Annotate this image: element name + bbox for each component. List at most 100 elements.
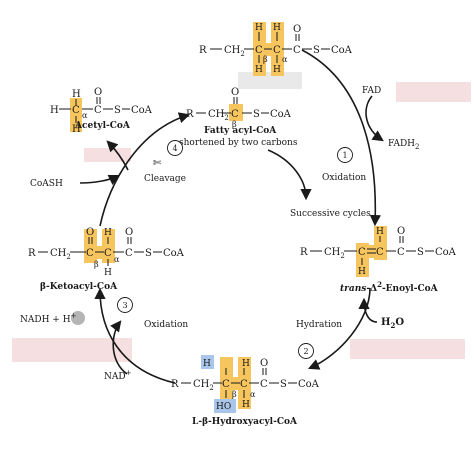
highlight-acetyl-ch3	[70, 98, 82, 132]
svg-text:FADH2: FADH2	[388, 139, 420, 151]
redaction-box-fad	[396, 82, 471, 102]
top-h4: H	[273, 65, 281, 75]
step-badge-4: 4	[167, 140, 183, 156]
top-h1: H	[255, 23, 263, 33]
enoyl-c2: C	[376, 247, 384, 258]
arrow-coash-in	[79, 174, 121, 186]
arrow-cleavage	[99, 112, 191, 227]
enoyl-name-sup: 2	[377, 280, 382, 289]
top-h2: H	[273, 23, 281, 33]
keto-ch2: CH	[50, 248, 67, 259]
acetyl-h-top: H	[72, 89, 81, 100]
hydroxy-c3: C	[260, 379, 268, 390]
arrow-to-acetyl	[106, 140, 129, 171]
svg-text:CH2: CH2	[208, 109, 229, 122]
h2o-sub: 2	[390, 321, 395, 330]
svg-text:CH2: CH2	[50, 248, 71, 261]
enoyl-name-end: -Enoyl-CoA	[382, 284, 439, 294]
nad-label: NAD	[104, 372, 126, 382]
keto-o1: O	[86, 227, 94, 238]
keto-s: S	[145, 248, 152, 259]
svg-text:CH2: CH2	[193, 379, 214, 392]
oxidation-3-label: Oxidation	[144, 320, 188, 330]
fatty-ch2: CH	[208, 109, 225, 120]
hydroxy-r: R	[171, 379, 179, 390]
keto-coa: CoA	[163, 248, 185, 259]
acetyl-h-left: H	[50, 105, 59, 116]
arrow-h2o-in	[358, 297, 378, 323]
enoyl-h2: H	[358, 267, 366, 277]
nadh-highlight-circle	[71, 311, 85, 325]
top-ch2-sub: 2	[240, 50, 244, 58]
enoyl-name-rest: -Δ	[366, 284, 377, 294]
hydroxy-c2: C	[240, 379, 248, 390]
keto-o2: O	[125, 227, 133, 238]
fadh2-label: FADH	[388, 139, 415, 149]
arrow-oxidation-3	[94, 287, 176, 384]
nadh-sup: +	[71, 312, 77, 320]
oxidation-1-label: Oxidation	[322, 173, 366, 183]
enoyl-c3: C	[397, 247, 405, 258]
acetyl-coa: CoA	[131, 105, 153, 116]
hydroxy-ch2-sub: 2	[209, 384, 213, 392]
enoyl-coa: CoA	[435, 247, 457, 258]
step-number-2: 2	[303, 347, 308, 356]
highlight-hydroxy-ho-blue	[214, 399, 236, 413]
acetyl-o: O	[94, 87, 102, 98]
fatty-c-beta: C	[231, 109, 239, 120]
redaction-box-top	[238, 72, 302, 89]
hydroxy-h2: H	[242, 359, 250, 369]
top-beta: β	[263, 55, 268, 64]
fatty-ch2-sub: 2	[224, 114, 228, 122]
scissors-icon: ✄	[153, 158, 162, 169]
hydroxy-ch2: CH	[193, 379, 210, 390]
svg-text:NADH + H+: NADH + H+	[20, 312, 77, 325]
hydroxy-h3: H	[242, 400, 250, 410]
acetyl-c: C	[72, 105, 80, 116]
fatty-beta: β	[232, 120, 237, 129]
arrow-nad-to-nadh	[110, 320, 128, 375]
svg-text:CH2: CH2	[224, 45, 245, 58]
acetyl-coa-molecule: H H C α H C O S CoA Acetyl-CoA	[50, 87, 153, 135]
fatty-acyl-coa-name: Fatty acyl-CoA	[204, 126, 277, 136]
enoyl-o: O	[397, 226, 405, 237]
redaction-box-acetyl	[84, 148, 131, 162]
enoyl-ch2: CH	[324, 247, 341, 258]
keto-h1: H	[104, 228, 112, 238]
step-number-4: 4	[172, 144, 177, 153]
fatty-acyl-coa-molecule: R CH2 C β O S CoA Fatty acyl-CoA shorten…	[179, 87, 298, 148]
fad-label: FAD	[362, 86, 381, 96]
fadh2-sub: 2	[415, 143, 419, 151]
hydroxy-h1: H	[203, 359, 211, 369]
keto-h2: H	[104, 268, 112, 278]
arrow-oxidation-1	[301, 49, 381, 227]
hydration-label: Hydration	[296, 320, 342, 330]
fatty-coa: CoA	[270, 109, 292, 120]
enoyl-s: S	[417, 247, 424, 258]
redaction-box-hydration	[350, 339, 465, 359]
acetyl-coa-name: Acetyl-CoA	[74, 121, 131, 131]
top-h3: H	[255, 65, 263, 75]
enoyl-ch2-sub: 2	[340, 252, 344, 260]
svg-text:CH2: CH2	[324, 247, 345, 260]
top-acyl-coa-molecule: R CH2 C C C O S CoA H H H H β α	[199, 22, 353, 76]
ketoacyl-coa-molecule: R CH2 C O C H H β α C O S CoA β-Ketoacyl…	[28, 227, 185, 292]
top-o: O	[293, 24, 301, 35]
acetyl-alpha: α	[82, 111, 88, 120]
top-ch2: CH	[224, 45, 241, 56]
keto-c2: C	[104, 248, 112, 259]
coash-label: CoASH	[30, 179, 63, 189]
svg-text:NAD+: NAD+	[104, 369, 132, 382]
step-number-1: 1	[342, 151, 347, 160]
top-coa: CoA	[331, 45, 353, 56]
fatty-s: S	[253, 109, 260, 120]
svg-text:H2O: H2O	[381, 317, 404, 330]
step-badge-3: 3	[117, 297, 133, 313]
h2o-label: H	[381, 317, 390, 328]
top-r: R	[199, 45, 207, 56]
highlight-fatty-c	[229, 104, 243, 121]
svg-text:trans-Δ2-Enoyl-CoA: trans-Δ2-Enoyl-CoA	[340, 280, 439, 294]
step-badge-2: 2	[298, 343, 314, 359]
